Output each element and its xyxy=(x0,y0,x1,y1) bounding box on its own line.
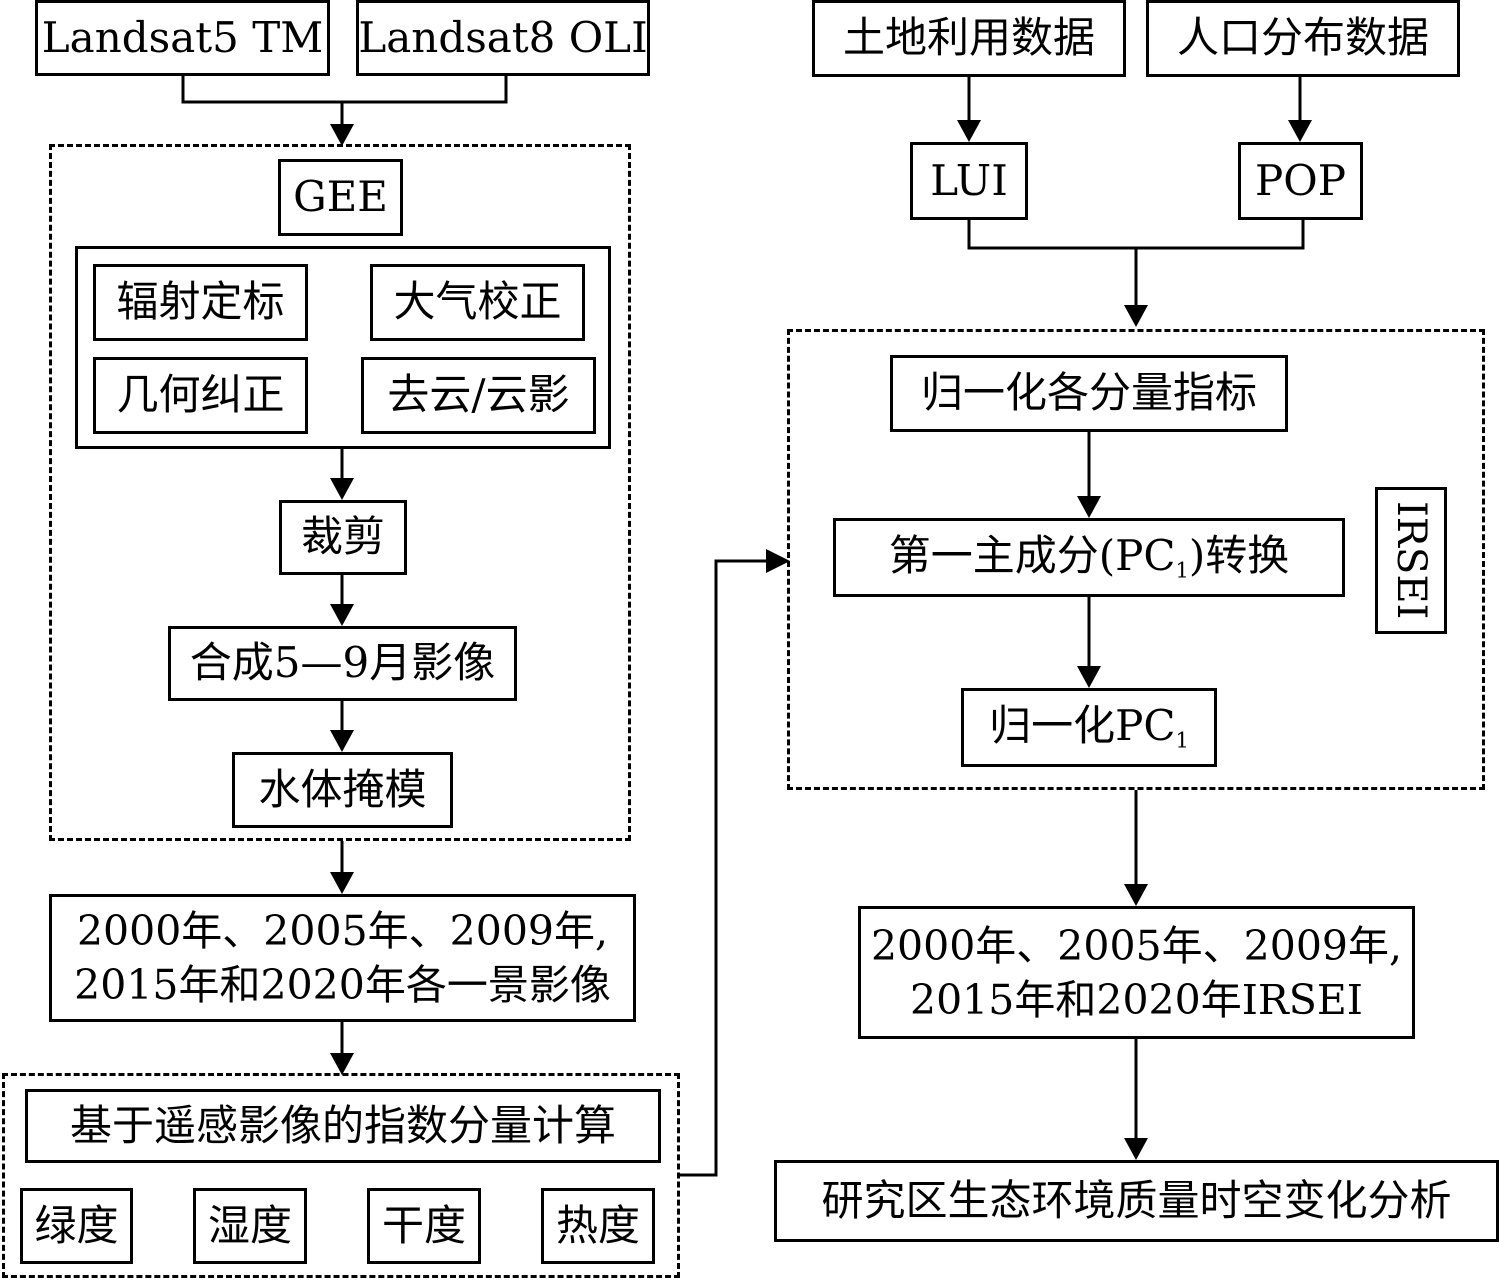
heat-label: 热度 xyxy=(555,1200,640,1250)
connector-landsat-merge xyxy=(181,76,508,104)
pop-box: POP xyxy=(1238,142,1363,220)
arrowhead xyxy=(330,1053,354,1075)
arrowhead xyxy=(330,604,354,626)
arrowhead xyxy=(1077,666,1101,688)
pca-box: 第一主成分(PC1)转换 xyxy=(833,518,1345,597)
lui-box: LUI xyxy=(910,142,1028,220)
pca-label: 第一主成分(PC1)转换 xyxy=(889,531,1290,584)
analysis-label: 研究区生态环境质量时空变化分析 xyxy=(821,1175,1452,1225)
radiometric-calibration-box: 辐射定标 xyxy=(93,264,308,341)
gee-label: GEE xyxy=(293,172,388,222)
yearly-images-line1: 2000年、2005年、2009年, xyxy=(76,907,609,955)
atmospheric-correction-box: 大气校正 xyxy=(370,264,585,341)
cloud-removal-label: 去云/云影 xyxy=(387,370,570,420)
greenness-box: 绿度 xyxy=(20,1188,133,1264)
arrowhead xyxy=(330,730,354,752)
yearly-images-line2: 2015年和2020年各一景影像 xyxy=(74,961,611,1009)
water-mask-box: 水体掩模 xyxy=(232,752,453,828)
normalize-indices-box: 归一化各分量指标 xyxy=(890,355,1288,432)
dryness-label: 干度 xyxy=(381,1200,466,1250)
atmospheric-correction-label: 大气校正 xyxy=(393,277,562,327)
connector-index-to-irsei xyxy=(680,559,770,1177)
irsei-result-line2: 2015年和2020年IRSEI xyxy=(910,975,1363,1024)
index-calculation-title: 基于遥感影像的指数分量计算 xyxy=(69,1100,616,1150)
irsei-label-box: IRSEI xyxy=(1375,487,1447,634)
index-calculation-group xyxy=(2,1073,680,1278)
water-mask-label: 水体掩模 xyxy=(258,764,427,814)
greenness-label: 绿度 xyxy=(34,1200,119,1250)
radiometric-calibration-label: 辐射定标 xyxy=(116,277,285,327)
normalize-pc1-label: 归一化PC1 xyxy=(989,701,1189,754)
wetness-label: 湿度 xyxy=(207,1200,292,1250)
geometric-correction-label: 几何纠正 xyxy=(116,370,285,420)
composite-label: 合成5—9月影像 xyxy=(189,638,496,688)
arrowhead xyxy=(1077,496,1101,518)
wetness-box: 湿度 xyxy=(193,1188,307,1264)
pca-label-prefix: 第一主成分(PC xyxy=(888,531,1176,581)
pca-label-subscript: 1 xyxy=(1175,558,1189,583)
normalize-pc1-box: 归一化PC1 xyxy=(961,688,1217,767)
land-use-data-box: 土地利用数据 xyxy=(812,0,1126,77)
normalize-pc1-prefix: 归一化PC xyxy=(989,701,1176,751)
connector-lui-pop-merge xyxy=(967,220,1305,250)
landsat5-box: Landsat5 TM xyxy=(35,0,330,76)
arrowhead xyxy=(957,120,981,142)
normalize-indices-label: 归一化各分量指标 xyxy=(920,368,1257,418)
irsei-group xyxy=(787,329,1485,790)
land-use-data-label: 土地利用数据 xyxy=(842,13,1095,63)
heat-box: 热度 xyxy=(541,1188,655,1264)
arrowhead xyxy=(1124,1138,1148,1160)
lui-label: LUI xyxy=(930,155,1008,205)
index-calculation-title-box: 基于遥感影像的指数分量计算 xyxy=(25,1089,661,1163)
gee-processing-group xyxy=(49,144,631,841)
arrowhead xyxy=(330,124,354,146)
landsat5-label: Landsat5 TM xyxy=(41,12,324,62)
irsei-result-line1: 2000年、2005年、2009年, xyxy=(870,921,1403,970)
correction-group xyxy=(75,246,611,449)
arrowhead xyxy=(1288,120,1312,142)
dryness-box: 干度 xyxy=(367,1188,481,1264)
geometric-correction-box: 几何纠正 xyxy=(93,357,308,434)
irsei-result-box: 2000年、2005年、2009年, 2015年和2020年IRSEI xyxy=(858,906,1415,1039)
clip-label: 裁剪 xyxy=(300,512,385,562)
pop-label: POP xyxy=(1255,155,1346,205)
landsat8-label: Landsat8 OLI xyxy=(358,12,648,62)
arrowhead xyxy=(1124,305,1148,327)
population-data-box: 人口分布数据 xyxy=(1146,0,1460,77)
population-data-label: 人口分布数据 xyxy=(1176,13,1429,63)
arrowhead xyxy=(330,872,354,894)
pca-label-suffix: )转换 xyxy=(1188,531,1290,581)
gee-box: GEE xyxy=(278,159,403,236)
irsei-label: IRSEI xyxy=(1388,501,1434,620)
cloud-removal-box: 去云/云影 xyxy=(361,357,596,434)
yearly-images-box: 2000年、2005年、2009年, 2015年和2020年各一景影像 xyxy=(49,894,636,1022)
analysis-box: 研究区生态环境质量时空变化分析 xyxy=(774,1160,1499,1242)
arrowhead xyxy=(330,478,354,500)
normalize-pc1-subscript: 1 xyxy=(1175,728,1189,753)
composite-box: 合成5—9月影像 xyxy=(168,626,517,701)
arrowhead xyxy=(1124,884,1148,906)
arrowhead xyxy=(766,549,790,573)
landsat8-box: Landsat8 OLI xyxy=(356,0,650,76)
clip-box: 裁剪 xyxy=(279,500,407,575)
